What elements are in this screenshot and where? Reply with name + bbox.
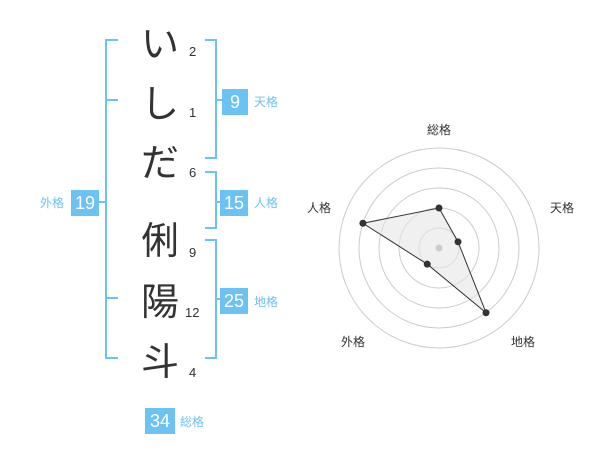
name-char-6: 斗 [141,340,180,384]
radar-center-dot [435,244,443,252]
chikaku-label: 地格 [254,295,279,309]
stroke-count-3: 6 [189,165,197,180]
radar-point-5 [359,219,367,227]
radar-points [359,204,490,317]
tenkaku-badge: 9 [222,89,248,115]
radar-axis-label-jinkaku: 人格 [307,201,332,215]
name-char-5: 陽 [141,280,180,324]
radar-axis-label-soukaku: 総格 [427,123,452,137]
soukaku-badge: 34 [145,408,175,434]
radar-grid-ring-4 [358,167,520,329]
stroke-count-4: 9 [189,245,197,260]
tenkaku-label: 天格 [254,95,279,109]
name-char-2: し [141,82,180,126]
gaikaku-label: 外格 [40,196,65,210]
name-char-4: 俐 [141,219,180,263]
soukaku-label: 総格 [180,415,205,429]
stroke-count-2: 1 [189,105,197,120]
radar-axis-label-chikaku: 地格 [511,335,536,349]
radar-grid-ring-5 [338,147,540,349]
name-char-1: い [141,22,180,66]
stroke-count-1: 2 [189,44,197,59]
jinkaku-label: 人格 [254,196,279,210]
radar-axis-label-tenkaku: 天格 [550,201,575,215]
radar-point-1 [435,204,443,212]
radar-point-3 [482,309,490,317]
radar-area [361,207,487,314]
jinkaku-bracket [205,171,217,229]
radar-grid-ring-3 [378,187,500,309]
radar-axis-label-gaikaku: 外格 [341,335,366,349]
radar-point-4 [423,260,431,268]
stroke-count-5: 12 [185,305,200,320]
name-char-3: だ [141,141,180,185]
gaikaku-bracket [105,39,118,359]
stroke-count-6: 4 [189,365,197,380]
radar-point-2 [454,238,462,246]
chikaku-badge: 25 [220,288,248,314]
jinkaku-badge: 15 [220,190,248,216]
gaikaku-badge: 19 [71,190,99,216]
